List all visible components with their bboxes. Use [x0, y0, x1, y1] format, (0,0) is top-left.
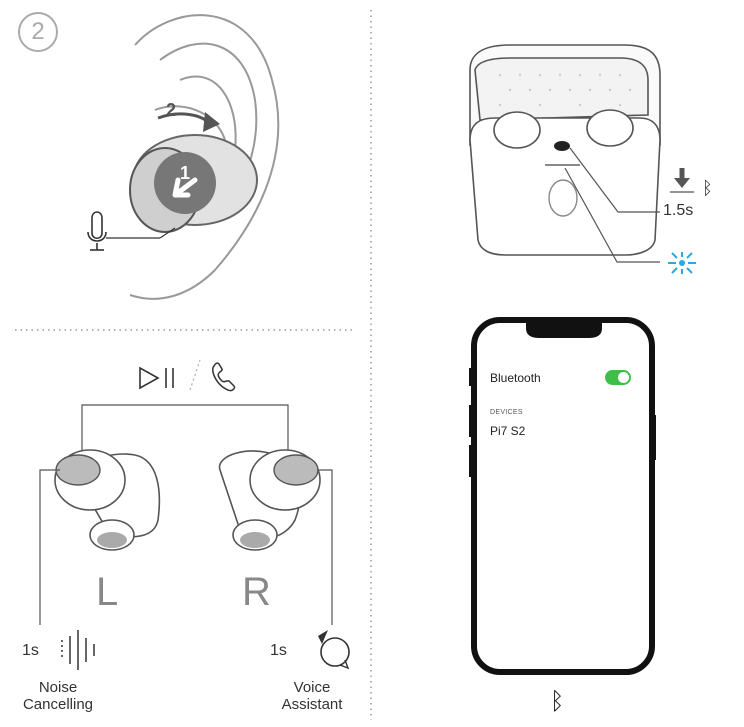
bluetooth-bottom-icon: ᛒ — [550, 688, 565, 715]
toggle-knob — [618, 372, 629, 383]
noise-label-line1: Noise — [38, 679, 78, 696]
devices-header: DEVICES — [490, 409, 523, 416]
bluetooth-setting-label: Bluetooth — [490, 371, 541, 385]
bluetooth-icon: ᛒ — [702, 178, 713, 198]
left-letter: L — [96, 570, 119, 614]
left-time-label: 1s — [22, 642, 39, 659]
device-pi7-s2[interactable]: Pi7 S2 — [490, 424, 526, 438]
press-time-label: 1.5s — [663, 202, 694, 219]
step-number: 2 — [18, 12, 58, 52]
voice-label-line1: Voice — [293, 679, 331, 696]
right-letter: R — [242, 570, 271, 614]
arrow-2-label: 2 — [166, 100, 177, 120]
noise-label-line2: Cancelling — [22, 696, 94, 713]
right-time-label: 1s — [270, 642, 287, 659]
noise-cancelling-label: Noise Cancelling — [8, 679, 108, 713]
bluetooth-toggle[interactable] — [605, 370, 631, 385]
voice-label-line2: Assistant — [281, 696, 343, 713]
arrow-1-label: 1 — [180, 163, 191, 183]
voice-assistant-label: Voice Assistant — [262, 679, 362, 713]
